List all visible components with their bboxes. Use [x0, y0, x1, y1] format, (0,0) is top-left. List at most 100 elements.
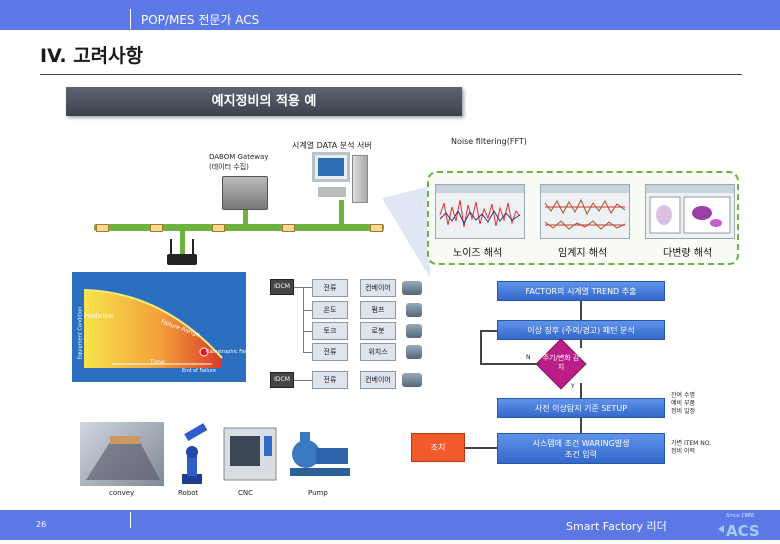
flow-alert-box: 조치 [411, 433, 465, 462]
curve-label-catastrophic: Catastrophic Failure [206, 349, 256, 355]
server-screen [318, 158, 344, 176]
page-title: IV. 고려사항 [40, 45, 144, 67]
acs-logo: Since 1988 ACS [716, 509, 772, 540]
svg-text:ACS: ACS [726, 522, 760, 540]
router-antenna-icon [170, 239, 172, 255]
flow-step-warning-line2: 조건 입력 [565, 449, 597, 459]
target-machine-cell: 펌프 [360, 301, 396, 319]
target-machine-cell: 컨베이어 [360, 279, 396, 297]
flow-step-pattern: 이상 징후 (주의/경고) 패턴 분석 [497, 320, 665, 340]
conveyor-photo [80, 422, 164, 486]
flow-step-warning: 시스템에 조건 WARING발생 조건 입력 [497, 433, 665, 464]
curve-label-end-of-failure: End of Failure [182, 368, 216, 374]
panel-label-threshold: 임계지 해석 [558, 248, 608, 259]
robot-icon [406, 324, 422, 338]
network-backbone [94, 224, 384, 231]
flow-step-trend: FACTOR의 시계열 TREND 추출 [497, 281, 665, 301]
conveyor-icon [402, 373, 422, 387]
server-link [339, 200, 344, 226]
target-machine-cell: 위치스 [360, 343, 396, 361]
connector [303, 287, 304, 352]
server-keyboard-icon [318, 187, 346, 197]
gateway-label-2: (데이터 수집) [209, 163, 249, 171]
cnc-machine-icon [223, 427, 277, 481]
connector [294, 380, 312, 381]
robot-arm-icon [182, 423, 208, 484]
connector [303, 310, 313, 311]
curve-label-time: Time [150, 359, 165, 366]
flow-no-label: N [526, 354, 531, 361]
sensor-type-cell: 토크 [312, 322, 348, 340]
target-machine-cell: 로봇 [360, 322, 396, 340]
connector [303, 331, 313, 332]
flow-arrow-alert [465, 447, 497, 449]
router-link [180, 228, 185, 254]
pump-photo [286, 422, 354, 486]
robot-photo [170, 422, 214, 486]
panel-label-noise: 노이즈 해석 [453, 248, 503, 259]
noise-waveform-icon [436, 185, 524, 228]
connector [303, 352, 313, 353]
conveyor-icon [402, 281, 422, 295]
threshold-analysis-screen [540, 184, 630, 239]
header-divider [130, 9, 131, 29]
sensor-device-1: IDCM [270, 279, 294, 295]
photo-label-cnc: CNC [238, 489, 254, 497]
pump-icon [406, 303, 422, 317]
threshold-waveform-icon [541, 185, 629, 230]
curve-label-condition: Equipment Condition [77, 306, 84, 360]
multivariate-plot-icon [646, 185, 734, 234]
page-number: 26 [36, 520, 47, 529]
valve-icon [406, 345, 422, 359]
router-antenna-icon [192, 239, 194, 255]
server-tower-icon [352, 155, 368, 203]
svg-text:Since 1988: Since 1988 [726, 513, 754, 519]
photo-label-pump: Pump [308, 489, 328, 497]
flow-arrow-no [480, 330, 482, 365]
multivariate-analysis-screen [645, 184, 735, 239]
side-note-2: 가변 ITEM NO. 정비 이력 [671, 440, 712, 455]
gateway-label-1: DABOM Gateway [209, 153, 269, 161]
network-node [150, 224, 163, 232]
sensor-device-2: IDCM [270, 372, 294, 388]
sensor-type-cell: 전류 [312, 343, 348, 361]
flow-step-setup: 사전 이상탐지 기준 SETUP [497, 398, 665, 418]
flow-yes-label: Y [571, 383, 575, 390]
failure-curve-graphic [72, 272, 246, 382]
conveyor-photo-icon [86, 436, 160, 480]
footer-divider [130, 512, 131, 528]
pump-machine-icon [290, 432, 350, 476]
flow-arrow [580, 383, 582, 398]
network-node [212, 224, 225, 232]
sensor-type-cell: 온도 [312, 301, 348, 319]
flow-arrow [580, 340, 582, 348]
router-icon [167, 254, 197, 265]
curve-label-prediction: Prediction [84, 313, 114, 320]
sensor-type-cell: 전류 [312, 279, 348, 297]
flow-arrow [580, 301, 582, 320]
flow-arrow-no [480, 330, 497, 332]
network-node [96, 224, 109, 232]
projection-wedge [382, 186, 430, 278]
sensor-type-cell: 전류 [312, 371, 348, 389]
photo-label-convey: convey [109, 489, 135, 497]
gateway-device-icon [222, 176, 268, 210]
photo-label-robot: Robot [178, 489, 199, 497]
target-machine-cell: 컨베이어 [360, 371, 396, 389]
gateway-link [243, 210, 248, 226]
server-label: 시계열 DATA 분석 서버 [292, 141, 372, 150]
flow-step-warning-line1: 시스템에 조건 WARING발생 [532, 438, 630, 448]
noise-analysis-screen [435, 184, 525, 239]
acs-logo-icon: Since 1988 ACS [718, 513, 760, 540]
noise-filter-label: Noise filtering(FFT) [451, 137, 527, 146]
title-underline [40, 74, 742, 75]
header-bar [0, 0, 780, 30]
panel-label-multivariate: 다변량 해석 [663, 248, 713, 259]
network-node [282, 224, 295, 232]
section-banner: 예지정비의 적용 예 [66, 87, 462, 116]
flow-arrow [580, 418, 582, 433]
footer-brand: Smart Factory 리더 [566, 520, 667, 533]
side-note-1: 잔여 수명 예비 부품 정비 일정 [671, 392, 695, 415]
flow-arrow-no [480, 363, 540, 365]
header-text: POP/MES 전문가 ACS [141, 13, 260, 27]
